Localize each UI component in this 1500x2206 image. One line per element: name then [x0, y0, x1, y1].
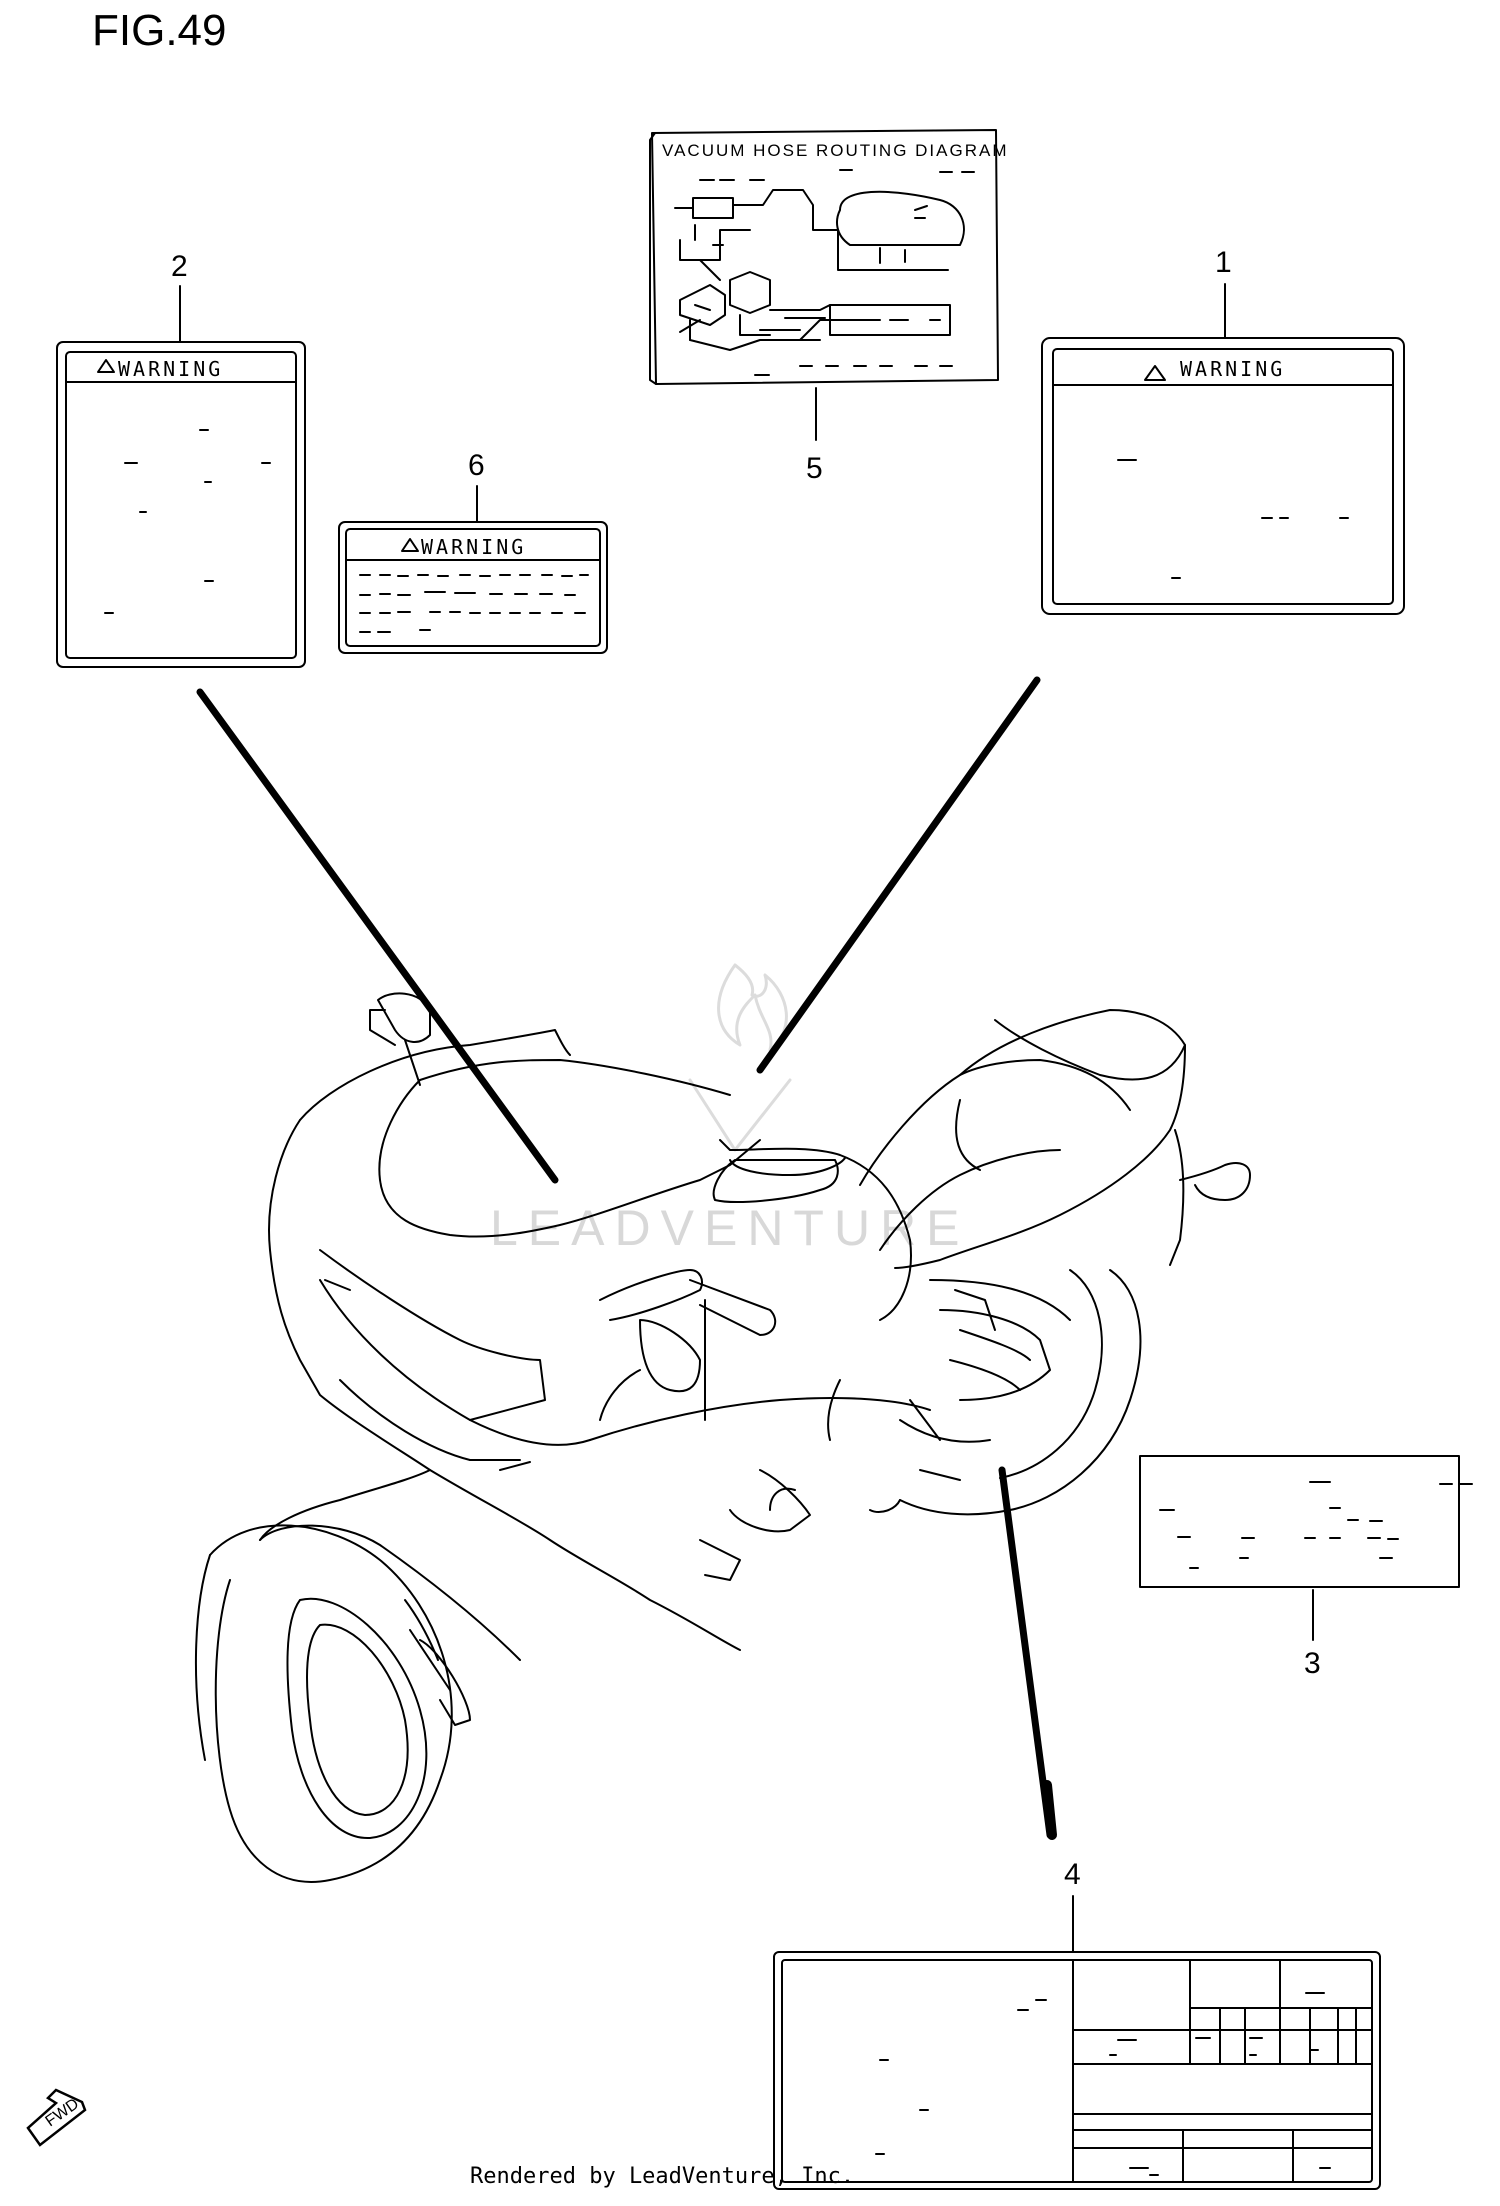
leader-2-6-to-bike: [196, 688, 559, 1184]
label-6-warning: WARNING: [338, 521, 608, 654]
leader-3-4-to-bike: [998, 1466, 1054, 1839]
label-5-header: VACUUM HOSE ROUTING DIAGRAM: [662, 141, 1008, 160]
label-2-warning: WARNING: [56, 341, 306, 668]
callout-3: 3: [1304, 1647, 1321, 1680]
label-3-info: [1139, 1455, 1473, 1588]
label-5-hose-routing: VACUUM HOSE ROUTING DIAGRAM: [649, 129, 1008, 385]
callout-4: 4: [1064, 1858, 1081, 1891]
label-1-title: WARNING: [1180, 357, 1285, 381]
label-1-warning: WARNING: [1041, 337, 1405, 615]
watermark-logo: [688, 963, 792, 1152]
label-2-title: WARNING: [118, 357, 223, 381]
label-6-title: WARNING: [421, 535, 526, 559]
callout-6: 6: [468, 449, 485, 482]
leader-1-5-to-bike: [756, 676, 1041, 1074]
callout-5: 5: [806, 452, 823, 485]
label-4-table: [773, 1951, 1381, 2190]
motorcycle-outline: [194, 992, 1251, 1883]
render-credit: Rendered by LeadVenture, Inc.: [470, 2164, 855, 2189]
figure-title: FIG.49: [92, 6, 227, 55]
fwd-arrow-icon: FWD: [26, 2088, 87, 2147]
callout-2: 2: [171, 250, 188, 283]
callout-1: 1: [1215, 246, 1232, 279]
